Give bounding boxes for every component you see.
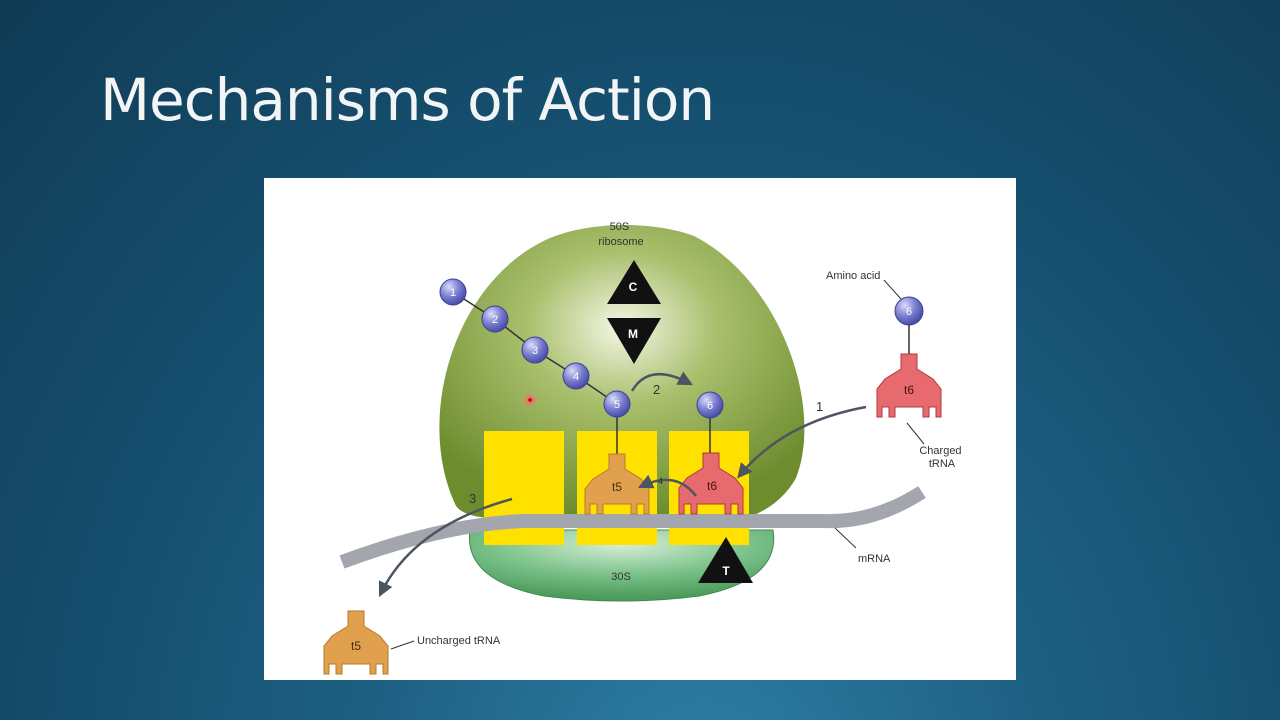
site-marker-m-label: M <box>628 327 638 341</box>
charged-trna-label-line2: tRNA <box>929 458 956 470</box>
ribosome-50s-label-line2: ribosome <box>598 236 643 248</box>
svg-text:5: 5 <box>614 399 620 411</box>
step-1-label: 1 <box>816 399 823 414</box>
amino-acid-label: Amino acid <box>826 270 880 282</box>
slide-title: Mechanisms of Action <box>100 66 715 134</box>
amino-acid-3: 3 <box>521 336 549 364</box>
step-3-label: 3 <box>469 491 476 506</box>
step-1-arrow <box>737 405 867 479</box>
amino-acid-4: 4 <box>562 362 590 390</box>
svg-text:4: 4 <box>573 371 579 383</box>
svg-text:6: 6 <box>707 400 713 412</box>
site-marker-c: C <box>607 260 661 304</box>
charged-trna-label: Charged tRNA <box>919 445 964 470</box>
ribosome-30s-label: 30S <box>611 571 631 583</box>
ribosome-figure: 30S 50S ribosome C M mRNA T 1 2 3 <box>264 178 1016 680</box>
amino-acid-leader <box>883 279 902 300</box>
bound-amino-acid-6: 6 <box>696 391 724 458</box>
step-4-label: 4 <box>658 476 663 486</box>
site-marker-c-label: C <box>629 280 638 294</box>
pointer-dot-center <box>528 398 532 402</box>
amino-acid-2: 2 <box>481 305 509 333</box>
ribosome-50s-label: 50S ribosome <box>598 221 643 248</box>
amino-acid-5: 5 <box>603 390 631 418</box>
ribosome-50s-label-line1: 50S <box>610 221 630 233</box>
svg-text:2: 2 <box>492 314 498 326</box>
incoming-charged-trna: 6 t6 <box>876 296 942 418</box>
step-3-arrow <box>378 497 513 598</box>
site-marker-t-label: T <box>722 564 730 578</box>
svg-text:t6: t6 <box>707 479 717 493</box>
trna-a-site: t6 <box>678 452 744 515</box>
svg-text:1: 1 <box>450 287 456 299</box>
amino-acid-1: 1 <box>439 278 467 306</box>
charged-trna-label-line1: Charged <box>919 445 961 457</box>
svg-text:t6: t6 <box>904 383 914 397</box>
peptide-chain: 1 2 3 4 5 <box>439 278 631 468</box>
step-2-label: 2 <box>653 382 660 397</box>
site-marker-m: M <box>607 318 661 364</box>
svg-text:t5: t5 <box>612 480 622 494</box>
svg-text:t5: t5 <box>351 639 361 653</box>
step-2-arrow <box>630 371 693 392</box>
uncharged-trna-label: Uncharged tRNA <box>417 635 501 647</box>
mrna-leader <box>834 527 857 549</box>
svg-text:3: 3 <box>532 345 538 357</box>
released-uncharged-trna: t5 <box>323 610 389 675</box>
step-4-arrow <box>637 474 697 497</box>
ribosome-30s-subunit: 30S <box>468 529 775 602</box>
uncharged-trna-leader <box>390 640 415 650</box>
mrna-strand <box>339 486 926 569</box>
mrna-label: mRNA <box>858 553 891 565</box>
site-marker-t: T <box>698 537 753 583</box>
charged-trna-leader <box>906 422 925 445</box>
incoming-amino-acid: 6 <box>906 306 912 318</box>
